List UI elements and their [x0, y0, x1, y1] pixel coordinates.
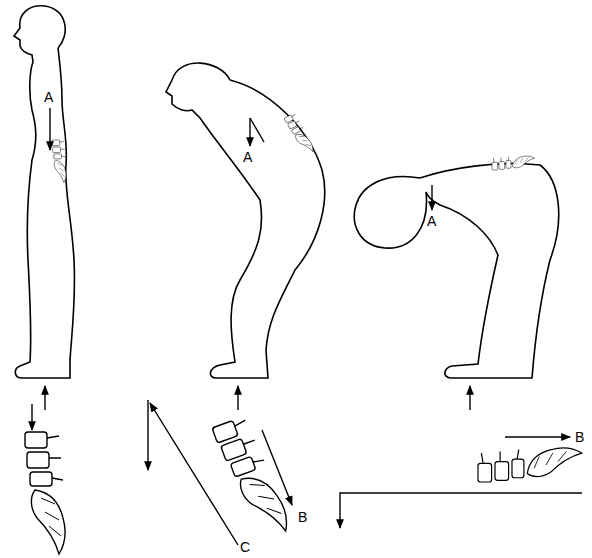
body-outline: [14, 6, 559, 378]
force-arrow: [32, 108, 582, 545]
force-label: B: [575, 430, 584, 444]
force-label: A: [44, 90, 53, 104]
force-label: C: [240, 540, 250, 554]
force-label: B: [298, 510, 307, 524]
spine-icon: [25, 112, 582, 554]
force-label: A: [427, 214, 436, 228]
force-label: A: [243, 150, 252, 164]
